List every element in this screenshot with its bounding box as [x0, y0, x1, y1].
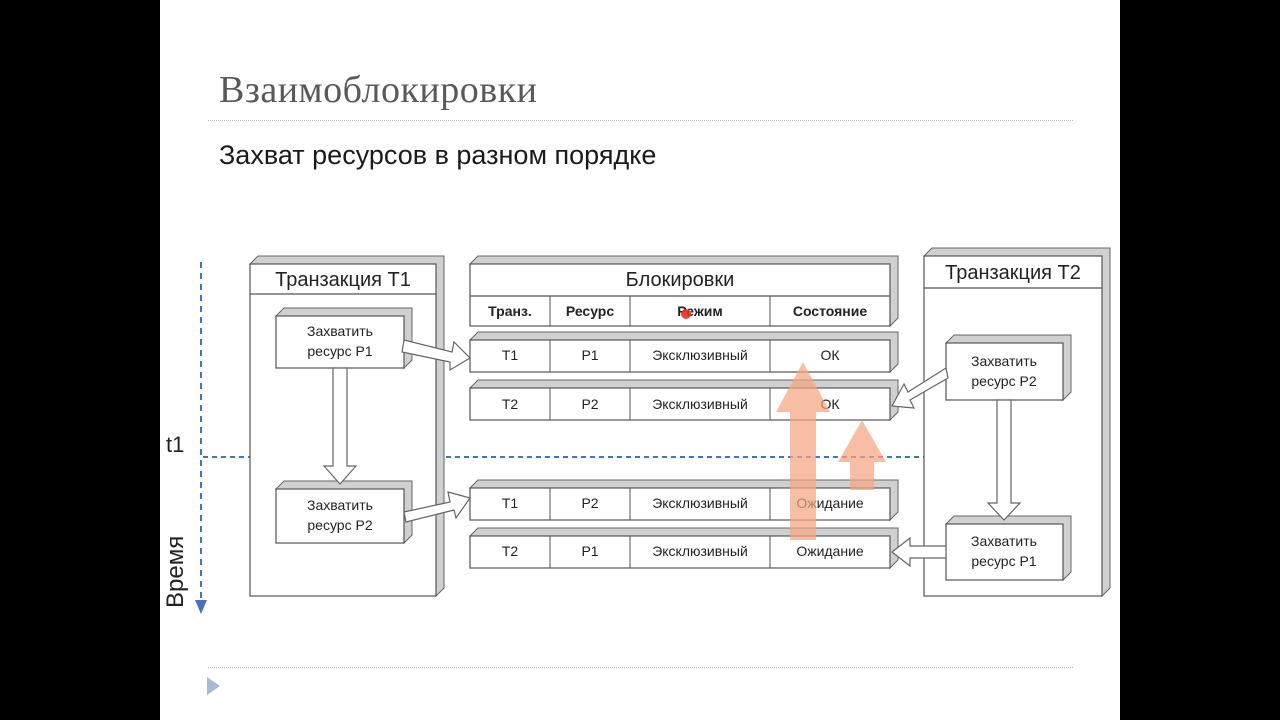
lock-row-4-transaction: Т2 — [502, 543, 519, 559]
lock-row-3-resource: Р2 — [581, 495, 598, 511]
t2-step-2-box: Захватить ресурс Р1 — [944, 515, 1072, 582]
t1-step-2-line-2: ресурс Р2 — [307, 517, 372, 533]
lock-row-1-state: ОК — [820, 347, 840, 363]
lock-row-1: Т1 Р1 Эксклюзивный ОК — [468, 331, 899, 374]
locks-table-header: Блокировки Транз. Ресурс Режим Состояние — [468, 255, 899, 328]
t2-step-1-box: Захватить ресурс Р2 — [944, 334, 1072, 402]
lock-row-2-mode: Эксклюзивный — [652, 396, 748, 412]
highlight-arrow-small — [838, 420, 886, 490]
locks-header-transaction: Транз. — [488, 303, 532, 319]
lock-row-2: Т2 Р2 Эксклюзивный ОК — [468, 379, 899, 422]
next-slide-icon[interactable] — [207, 677, 220, 695]
t2-request-p1-arrow — [891, 536, 947, 568]
t1-sequence-arrow — [322, 367, 358, 485]
locks-header-resource: Ресурс — [566, 303, 615, 319]
footer-separator — [208, 667, 1073, 668]
t1-label: t1 — [166, 432, 184, 457]
title-separator — [208, 120, 1073, 121]
slide-subtitle: Захват ресурсов в разном порядке — [219, 140, 657, 170]
t2-step-2-line-2: ресурс Р1 — [971, 553, 1036, 569]
lock-row-3-mode: Эксклюзивный — [652, 495, 748, 511]
highlight-arrow-large — [776, 362, 830, 540]
t1-step-2-box: Захватить ресурс Р2 — [274, 480, 413, 545]
lock-row-2-resource: Р2 — [581, 396, 598, 412]
t1-step-1-line-2: ресурс Р1 — [307, 343, 372, 359]
t2-sequence-arrow — [986, 399, 1022, 521]
locks-header-state: Состояние — [793, 303, 868, 319]
transaction-t1-title: Транзакция Т1 — [275, 269, 411, 291]
t2-step-1-line-1: Захватить — [971, 353, 1037, 369]
lock-row-4-resource: Р1 — [581, 543, 598, 559]
lock-row-4-mode: Эксклюзивный — [652, 543, 748, 559]
t1-step-1-line-1: Захватить — [307, 323, 373, 339]
lock-row-1-resource: Р1 — [581, 347, 598, 363]
pointer-dot — [681, 309, 691, 319]
t2-request-p2-arrow — [891, 367, 949, 409]
t1-request-p1-arrow — [401, 339, 471, 372]
slide-title: Взаимоблокировки — [219, 69, 538, 111]
lock-row-1-mode: Эксклюзивный — [652, 347, 748, 363]
t1-request-p2-arrow — [403, 491, 471, 523]
t1-step-1-box: Захватить ресурс Р1 — [274, 307, 413, 370]
t2-step-2-line-1: Захватить — [971, 533, 1037, 549]
time-axis-label: Время — [162, 536, 189, 608]
t2-step-1-line-2: ресурс Р2 — [971, 373, 1036, 389]
transaction-t2-title: Транзакция Т2 — [945, 262, 1081, 284]
lock-row-3-transaction: Т1 — [502, 495, 519, 511]
lock-row-1-transaction: Т1 — [502, 347, 519, 363]
time-axis-arrowhead — [195, 600, 207, 614]
lock-row-4: Т2 Р1 Эксклюзивный Ожидание — [468, 527, 899, 570]
lock-row-2-transaction: Т2 — [502, 396, 519, 412]
lock-row-4-state: Ожидание — [796, 543, 864, 559]
t1-step-2-line-1: Захватить — [307, 497, 373, 513]
lock-row-3: Т1 Р2 Эксклюзивный Ожидание — [468, 479, 899, 522]
locks-table-title: Блокировки — [626, 269, 735, 291]
